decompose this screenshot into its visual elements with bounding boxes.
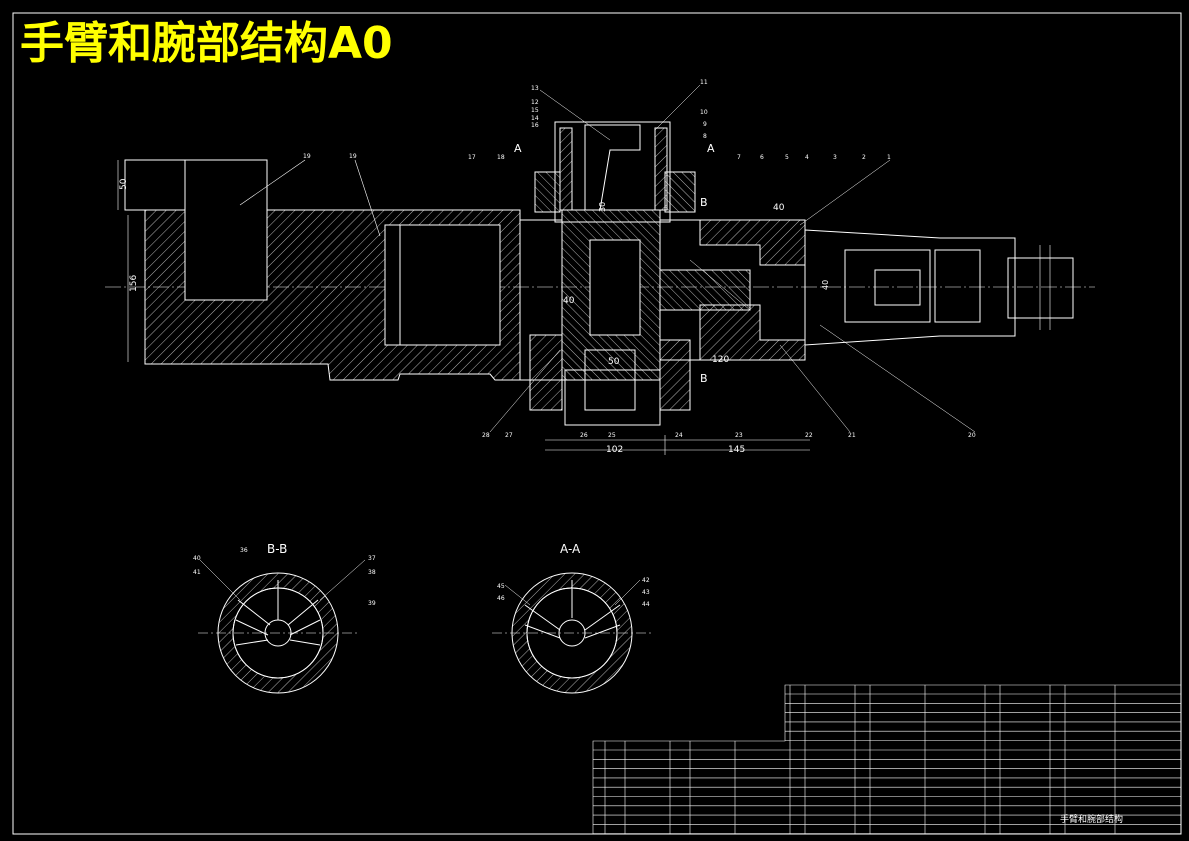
section-mark-a-left: A [514, 142, 522, 155]
dimension-label: 40 [821, 280, 830, 290]
part-balloon: 22 [805, 432, 813, 439]
part-balloon: 41 [193, 569, 201, 576]
section-bb-view [198, 559, 366, 694]
dimension-label: 156 [129, 275, 139, 292]
part-balloon: 45 [497, 583, 505, 590]
part-balloon: 7 [737, 154, 741, 161]
part-balloon: 40 [193, 555, 201, 562]
part-balloon: 19 [349, 153, 357, 160]
dimension-label: 40 [773, 203, 785, 213]
section-mark-b-bottom: B [700, 372, 708, 385]
dimension-label: 120 [712, 355, 729, 365]
section-aa-view [492, 572, 652, 694]
part-balloon: 23 [735, 432, 743, 439]
part-balloon: 18 [497, 154, 505, 161]
part-balloon: 14 [531, 115, 539, 122]
part-balloon: 13 [531, 85, 539, 92]
parts-list-table [592, 684, 1182, 835]
part-balloon: 12 [531, 99, 539, 106]
part-balloon: 25 [608, 432, 616, 439]
part-balloon: 26 [580, 432, 588, 439]
part-balloon: 16 [531, 122, 539, 129]
part-balloon: 5 [785, 154, 789, 161]
part-balloon: 1 [887, 154, 891, 161]
title-block-drawing-name: 手臂和腕部结构 [1060, 813, 1123, 825]
part-balloon: 11 [700, 79, 708, 86]
drawing-title: 手臂和腕部结构A0 [20, 18, 393, 69]
part-balloon: 24 [675, 432, 683, 439]
part-balloon: 20 [968, 432, 976, 439]
part-balloon: 4 [805, 154, 809, 161]
part-balloon: 9 [703, 121, 707, 128]
part-balloon: 15 [531, 107, 539, 114]
dimension-label: 102 [606, 445, 623, 455]
dimension-label: 50 [119, 178, 129, 190]
part-balloon: 46 [497, 595, 505, 602]
part-balloon: 19 [303, 153, 311, 160]
part-balloon: 43 [642, 589, 650, 596]
part-balloon: 17 [468, 154, 476, 161]
section-aa-label: A-A [560, 542, 581, 556]
part-balloon: 28 [482, 432, 490, 439]
part-balloon: 38 [368, 569, 376, 576]
part-balloon: 6 [760, 154, 764, 161]
part-balloon: 39 [368, 600, 376, 607]
part-balloon: 27 [505, 432, 513, 439]
part-balloon: 36 [240, 547, 248, 554]
part-balloon: 3 [833, 154, 837, 161]
section-mark-b-top: B [700, 196, 708, 209]
dimension-label: 30 [598, 202, 607, 212]
part-balloon: 10 [700, 109, 708, 116]
drawing-border [12, 12, 1182, 835]
part-balloon: 44 [642, 601, 650, 608]
dimension-label: 50 [608, 357, 620, 367]
part-balloon: 37 [368, 555, 376, 562]
section-bb-label: B-B [267, 542, 287, 556]
main-assembly-view [105, 84, 1095, 455]
section-mark-a-right: A [707, 142, 715, 155]
part-balloon: 8 [703, 133, 707, 140]
dimension-label: 145 [728, 445, 745, 455]
part-balloon: 2 [862, 154, 866, 161]
part-balloon: 42 [642, 577, 650, 584]
dimension-label: 40 [563, 296, 575, 306]
part-balloon: 21 [848, 432, 856, 439]
